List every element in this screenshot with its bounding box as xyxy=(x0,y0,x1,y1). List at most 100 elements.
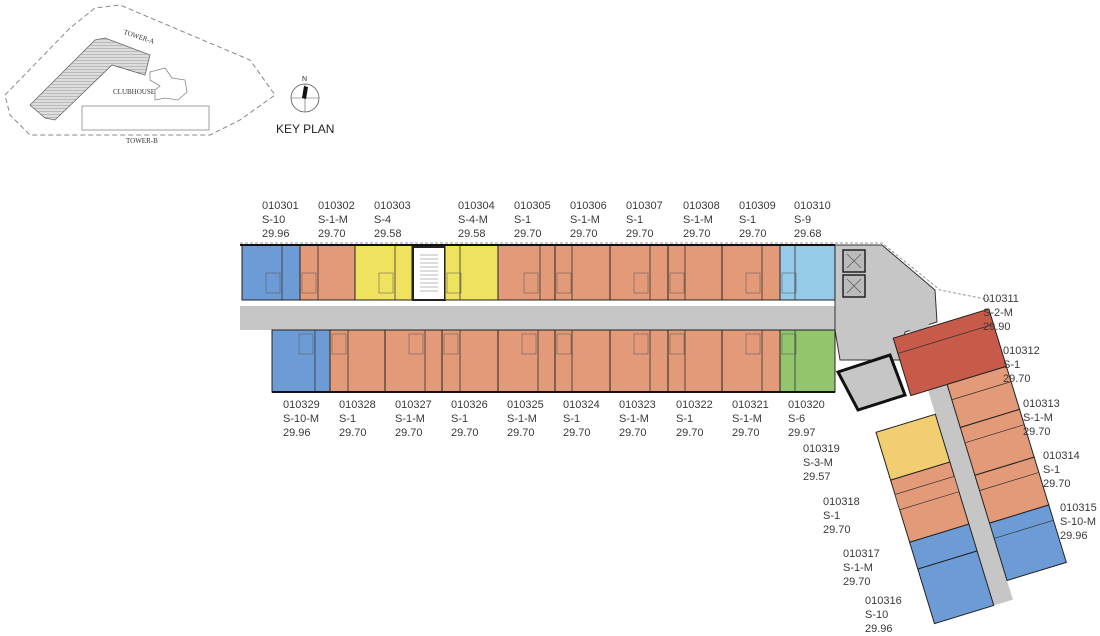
bathroom-fixture-icon xyxy=(443,333,459,355)
unit-010305 xyxy=(497,244,556,301)
unit-area: 29.70 xyxy=(563,427,591,439)
unit-type: S-1 xyxy=(514,214,532,226)
unit-010315 xyxy=(988,504,1067,582)
unit-area: 29.70 xyxy=(451,427,479,439)
bathroom-wall xyxy=(964,424,1025,444)
unit-number: 010310 xyxy=(794,200,831,212)
unit-type: S-1-M xyxy=(507,413,537,425)
unit-number: 010319 xyxy=(803,443,840,455)
stair-core xyxy=(835,353,907,412)
unit-number: 010307 xyxy=(626,200,663,212)
bathroom-fixture-icon xyxy=(331,333,347,355)
unit-area: 29.70 xyxy=(318,228,346,240)
unit-number: 010313 xyxy=(1023,398,1060,410)
unit-type: S-1 xyxy=(1003,359,1021,371)
unit-type: S-1 xyxy=(626,214,644,226)
unit-area: 29.96 xyxy=(283,427,311,439)
unit-number: 010320 xyxy=(788,399,825,411)
unit-010304 xyxy=(444,244,499,301)
bathroom-fixture-icon xyxy=(745,333,761,355)
unit-area: 29.70 xyxy=(619,427,647,439)
south-wing xyxy=(875,308,1067,625)
unit-area: 29.70 xyxy=(1043,478,1071,490)
unit-010306 xyxy=(554,244,611,301)
unit-type: S-10 xyxy=(262,214,286,226)
bathroom-fixture-icon xyxy=(669,272,685,294)
unit-number: 010326 xyxy=(451,399,488,411)
unit-010321 xyxy=(721,329,781,393)
unit-type: S-1 xyxy=(1043,464,1061,476)
unit-number: 010306 xyxy=(570,200,607,212)
unit-number: 010314 xyxy=(1043,450,1080,462)
corridor xyxy=(240,306,860,330)
wing-corridor xyxy=(908,322,1013,606)
unit-type: S-1-M xyxy=(570,214,600,226)
bathroom-fixture-icon xyxy=(633,333,649,355)
unit-type: S-1-M xyxy=(1023,412,1053,424)
unit-number: 010324 xyxy=(563,399,600,411)
tower-b-label: TOWER-B xyxy=(126,137,158,145)
elevator-cross-icon xyxy=(846,253,862,269)
clubhouse-label: CLUBHOUSE xyxy=(113,88,156,96)
bathroom-fixture-icon xyxy=(301,272,317,294)
unit-type: S-9 xyxy=(794,214,812,226)
unit-010327 xyxy=(384,329,443,393)
unit-area: 29.57 xyxy=(803,471,831,483)
unit-area: 29.58 xyxy=(374,228,402,240)
unit-type: S-1-M xyxy=(683,214,713,226)
unit-area: 29.70 xyxy=(843,576,871,588)
bathroom-fixture-icon xyxy=(556,333,572,355)
core-area xyxy=(834,244,938,361)
unit-number: 010305 xyxy=(514,200,551,212)
unit-type: S-1 xyxy=(563,413,581,425)
unit-type: S-1 xyxy=(676,413,694,425)
unit-type: S-1 xyxy=(739,214,757,226)
unit-type: S-3-M xyxy=(803,457,833,469)
unit-type: S-1-M xyxy=(619,413,649,425)
unit-area: 29.70 xyxy=(739,228,767,240)
unit-010303 xyxy=(354,244,413,301)
unit-number: 010323 xyxy=(619,399,656,411)
unit-type: S-1-M xyxy=(732,413,762,425)
site-boundary xyxy=(4,4,276,136)
unit-area: 29.70 xyxy=(1003,373,1031,385)
bathroom-wall xyxy=(994,519,1054,539)
clubhouse-shape xyxy=(149,67,188,101)
unit-area: 29.70 xyxy=(514,228,542,240)
unit-area: 29.96 xyxy=(865,623,893,635)
bathroom-fixture-icon xyxy=(265,272,281,294)
unit-type: S-4 xyxy=(374,214,392,226)
bathroom-fixture-icon xyxy=(781,272,797,294)
unit-area: 29.68 xyxy=(794,228,822,240)
unit-type: S-1 xyxy=(451,413,469,425)
unit-area: 29.97 xyxy=(788,427,816,439)
bathroom-fixture-icon xyxy=(298,333,314,355)
unit-area: 29.70 xyxy=(823,524,851,536)
bathroom-fixture-icon xyxy=(378,272,394,294)
tower-a-shape xyxy=(29,37,151,121)
unit-area: 29.90 xyxy=(983,321,1011,333)
